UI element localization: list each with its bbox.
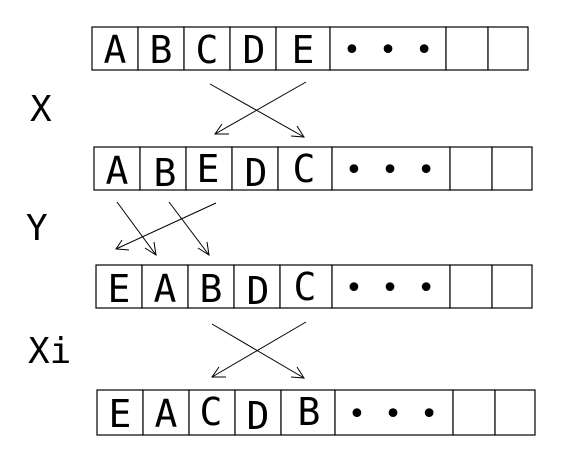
row-3-cell-empty-2 bbox=[491, 264, 533, 309]
row-1-letter-1: A bbox=[104, 28, 127, 72]
row-2-letter-4: D bbox=[245, 151, 268, 195]
arrows-y bbox=[115, 201, 217, 257]
row-1-letter-3: C bbox=[196, 28, 219, 72]
row-1-cell-empty-1 bbox=[445, 26, 489, 71]
row-4-cell-1 bbox=[96, 389, 144, 436]
row-4-cell-empty-2 bbox=[494, 389, 536, 436]
row-3-cell-ellipsis bbox=[331, 264, 451, 309]
row-1-cell-c bbox=[183, 26, 231, 71]
row-4-letter-4: D bbox=[247, 394, 270, 438]
row-1-cell-b bbox=[137, 26, 185, 71]
row-4-cell-empty-1 bbox=[452, 389, 496, 436]
row-2-cell-4 bbox=[231, 146, 279, 191]
row-2-letter-3: E bbox=[197, 147, 220, 191]
row-2-ellipsis: • • • bbox=[345, 153, 435, 188]
row-2-letter-2: B bbox=[154, 151, 177, 195]
arrowhead-y-2 bbox=[197, 241, 210, 257]
arrow-xi-b-to-c bbox=[211, 323, 305, 379]
row-3-letter-5: C bbox=[294, 265, 317, 309]
row-3: E A B D C • • • bbox=[95, 264, 533, 313]
operation-label-y: Y bbox=[26, 208, 48, 249]
arrowhead-xi-1 bbox=[290, 366, 305, 379]
row-3-letter-4: D bbox=[247, 269, 270, 313]
row-3-letter-3: B bbox=[200, 267, 223, 311]
arrowhead-y-1 bbox=[144, 241, 157, 257]
row-3-cell-2 bbox=[141, 264, 189, 309]
row-2-cell-empty-2 bbox=[491, 146, 533, 191]
arrows-xi bbox=[211, 321, 307, 379]
row-1-letter-4: D bbox=[243, 28, 266, 72]
row-1-letter-2: B bbox=[150, 28, 173, 72]
row-4-letter-3: C bbox=[200, 390, 223, 434]
arrowhead-x-2 bbox=[214, 123, 229, 135]
row-3-ellipsis: • • • bbox=[345, 271, 435, 306]
operation-label-x: X bbox=[30, 89, 52, 130]
row-3-letter-1: E bbox=[108, 267, 131, 311]
row-4-ellipsis: • • • bbox=[348, 397, 438, 432]
row-2-letter-1: A bbox=[106, 149, 129, 193]
row-1-cell-a bbox=[91, 26, 139, 71]
arrow-y-a bbox=[116, 201, 157, 256]
arrow-x-e-to-c bbox=[214, 81, 307, 135]
row-4: E A C D B • • • bbox=[96, 389, 536, 438]
arrow-xi-c-to-b bbox=[211, 321, 307, 378]
row-4-cell-5 bbox=[280, 389, 336, 436]
row-2-cell-empty-1 bbox=[449, 146, 493, 191]
row-1-cell-empty-2 bbox=[487, 26, 529, 71]
row-2-letter-5: C bbox=[293, 147, 316, 191]
row-2: A B E D C • • • bbox=[93, 146, 533, 195]
row-3-cell-5 bbox=[279, 264, 333, 309]
row-2-cell-5 bbox=[277, 146, 333, 191]
row-4-letter-1: E bbox=[109, 392, 132, 436]
row-4-letter-2: A bbox=[155, 392, 178, 436]
row-2-cell-ellipsis bbox=[331, 146, 451, 191]
row-4-cell-ellipsis bbox=[334, 389, 454, 436]
operation-label-xi: Xi bbox=[28, 331, 71, 372]
row-3-cell-empty-1 bbox=[449, 264, 493, 309]
row-1: A B C D E • • • bbox=[91, 26, 529, 72]
row-1-letter-5: E bbox=[292, 28, 315, 72]
arrows-x bbox=[209, 81, 307, 138]
arrowhead-x-1 bbox=[290, 125, 305, 138]
arrowhead-y-3 bbox=[115, 239, 130, 251]
row-1-cell-ellipsis bbox=[329, 26, 447, 71]
arrow-y-b bbox=[168, 201, 210, 256]
row-4-letter-5: B bbox=[298, 390, 321, 434]
row-3-letter-2: A bbox=[154, 267, 177, 311]
row-1-ellipsis: • • • bbox=[343, 33, 433, 68]
row-1-cell-e bbox=[275, 26, 331, 71]
row-3-cell-1 bbox=[95, 264, 143, 309]
arrowhead-xi-2 bbox=[211, 366, 226, 378]
row-2-cell-3 bbox=[185, 146, 233, 191]
arrow-y-e bbox=[115, 202, 217, 250]
row-4-cell-2 bbox=[142, 389, 190, 436]
row-4-cell-4 bbox=[234, 389, 282, 436]
row-2-cell-2 bbox=[139, 146, 187, 191]
